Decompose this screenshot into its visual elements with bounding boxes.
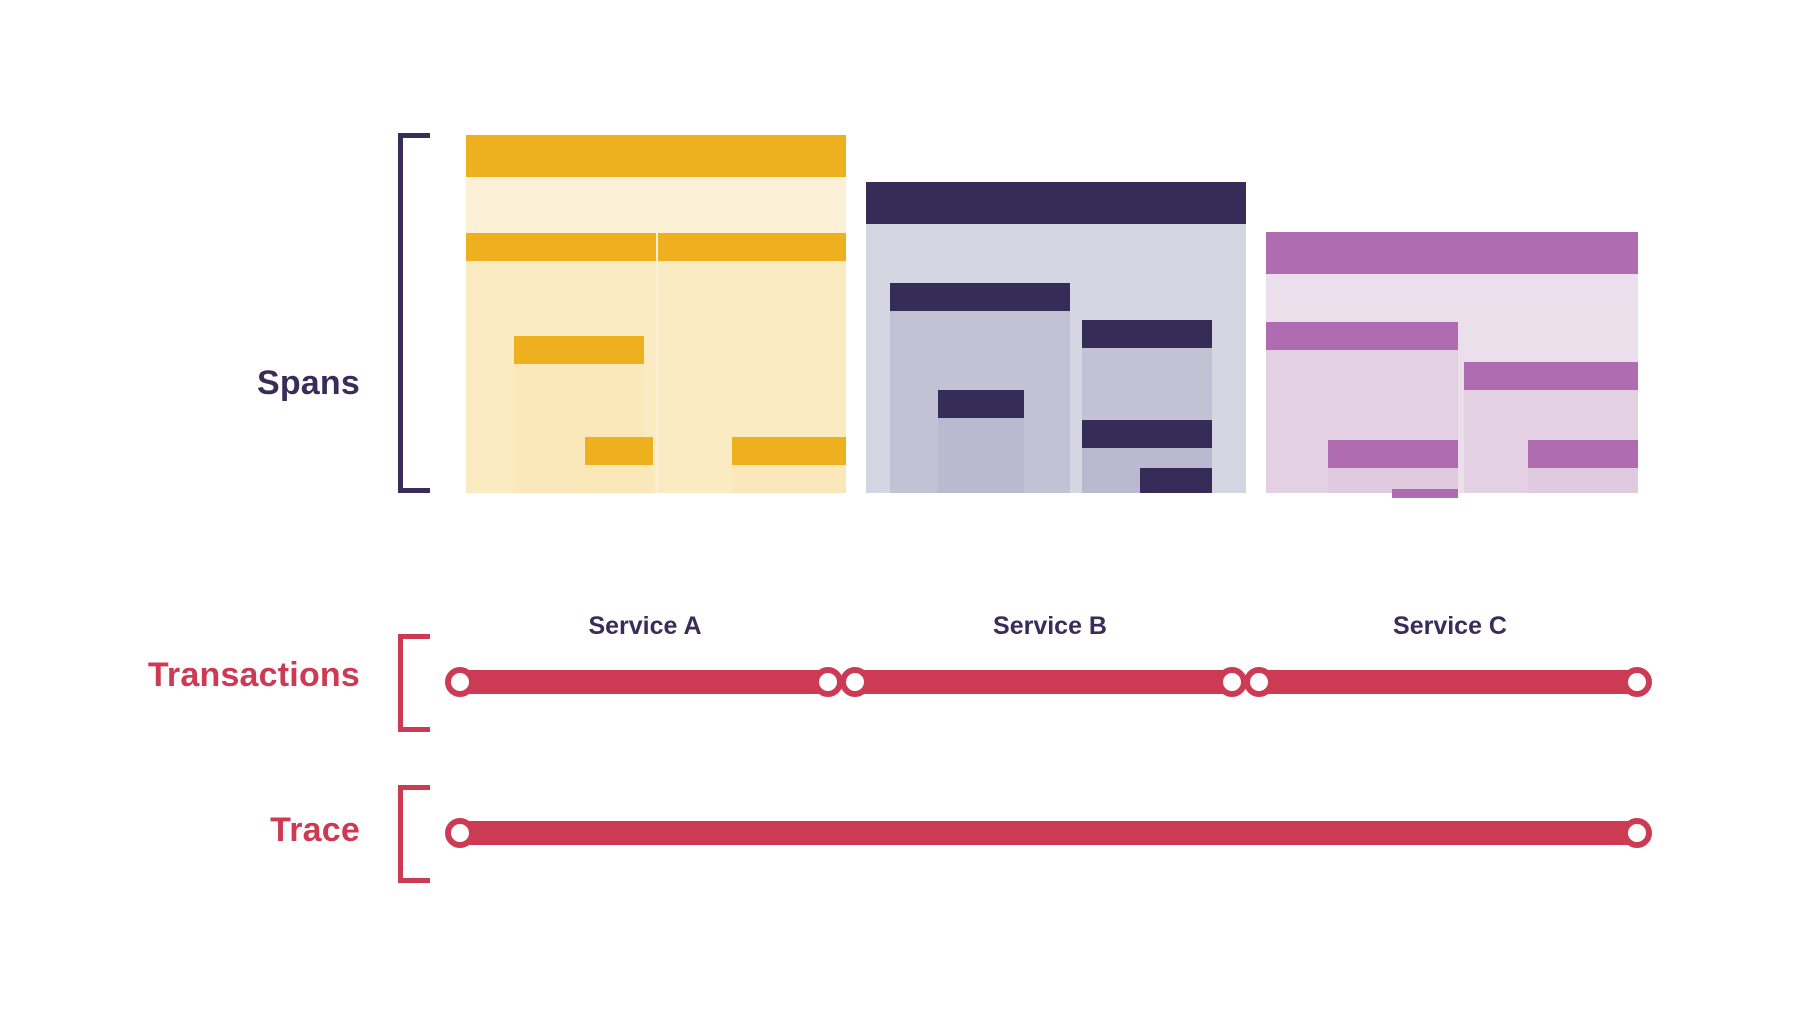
- span-bar-c-1-1[interactable]: [1328, 440, 1458, 493]
- txn-service-a-start-node[interactable]: [445, 667, 475, 697]
- span-cap: [514, 336, 644, 364]
- transactions-bracket-spine: [398, 634, 403, 732]
- trace-full-line[interactable]: [460, 821, 1637, 845]
- trace-bracket-spine: [398, 785, 403, 883]
- span-cap: [1392, 489, 1458, 498]
- span-cap: [866, 182, 1246, 224]
- txn-service-a-line[interactable]: [460, 670, 828, 694]
- span-cap: [890, 283, 1070, 311]
- spans-bracket-bottom-arm: [398, 488, 430, 493]
- txn-service-b-end-node[interactable]: [1217, 667, 1247, 697]
- span-cap: [466, 233, 656, 261]
- trace-bracket-bottom-arm: [398, 878, 430, 883]
- span-cap: [1082, 420, 1212, 448]
- service-caption-b: Service B: [993, 612, 1107, 640]
- span-cap: [1266, 322, 1458, 350]
- service-caption-c: Service C: [1393, 612, 1507, 640]
- span-bar-b-1[interactable]: [890, 283, 1070, 493]
- trace-full-end-node[interactable]: [1622, 818, 1652, 848]
- transactions-bracket-top-arm: [398, 634, 430, 639]
- spans-bracket-top-arm: [398, 133, 430, 138]
- span-cap: [938, 390, 1024, 418]
- span-cap: [466, 135, 846, 177]
- span-bar-a-2-1[interactable]: [732, 437, 846, 493]
- trace-bracket-top-arm: [398, 785, 430, 790]
- spans-bracket: [398, 133, 430, 493]
- trace-full-start-node[interactable]: [445, 818, 475, 848]
- txn-service-c-end-node[interactable]: [1622, 667, 1652, 697]
- txn-service-b-start-node[interactable]: [840, 667, 870, 697]
- span-cap: [732, 437, 846, 465]
- spans-row-label: Spans: [256, 364, 360, 402]
- transactions-bracket-bottom-arm: [398, 727, 430, 732]
- spans-bracket-spine: [398, 133, 403, 493]
- span-bar-b-1-1[interactable]: [938, 390, 1024, 493]
- span-cap: [1328, 440, 1458, 468]
- span-cap: [658, 233, 846, 261]
- span-bar-c-2-1[interactable]: [1528, 440, 1638, 493]
- transactions-bracket: [398, 634, 430, 732]
- span-cap: [585, 437, 653, 465]
- span-cap: [1082, 320, 1212, 348]
- span-cap: [1528, 440, 1638, 468]
- txn-service-c-start-node[interactable]: [1244, 667, 1274, 697]
- span-cap: [1266, 232, 1638, 274]
- trace-bracket: [398, 785, 430, 883]
- txn-service-a-end-node[interactable]: [813, 667, 843, 697]
- service-caption-a: Service A: [588, 612, 702, 640]
- transactions-row-label: Transactions: [147, 656, 360, 694]
- txn-service-c-line[interactable]: [1259, 670, 1637, 694]
- span-cap: [1140, 468, 1212, 493]
- span-bar-a-1-1-1[interactable]: [585, 437, 653, 493]
- span-bar-b-2-1-1[interactable]: [1140, 468, 1212, 493]
- span-cap: [1464, 362, 1638, 390]
- trace-row-label: Trace: [270, 811, 360, 849]
- span-bar-c-1-1-1[interactable]: [1392, 489, 1458, 498]
- txn-service-b-line[interactable]: [855, 670, 1232, 694]
